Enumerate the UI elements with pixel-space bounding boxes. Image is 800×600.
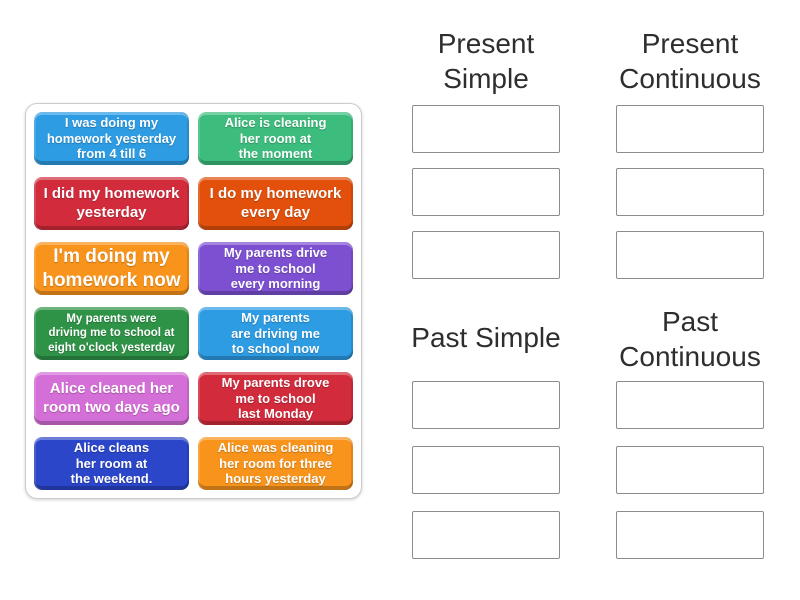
sort-card[interactable]: My parents were driving me to school at …	[34, 307, 189, 360]
drop-slot[interactable]	[616, 231, 764, 279]
drop-slot[interactable]	[412, 105, 560, 153]
sort-card[interactable]: My parents drive me to school every morn…	[198, 242, 353, 295]
sort-card[interactable]: I was doing my homework yesterday from 4…	[34, 112, 189, 165]
drop-slot[interactable]	[616, 381, 764, 429]
drop-slot[interactable]	[412, 231, 560, 279]
drop-slot[interactable]	[412, 168, 560, 216]
drop-slot[interactable]	[616, 105, 764, 153]
drop-slot[interactable]	[616, 446, 764, 494]
sort-card[interactable]: Alice is cleaning her room at the moment	[198, 112, 353, 165]
group-header-past-simple: Past Simple	[411, 322, 561, 353]
group-header-past-continuous: Past Continuous	[619, 306, 761, 372]
group-slots-past-continuous	[616, 381, 764, 576]
drop-slot[interactable]	[616, 511, 764, 559]
sort-card[interactable]: Alice cleaned her room two days ago	[34, 372, 189, 425]
group-slots-present-simple	[412, 105, 560, 294]
sort-card[interactable]: I did my homework yesterday	[34, 177, 189, 230]
group-header-present-continuous: Present Continuous	[619, 28, 761, 94]
drop-slot[interactable]	[412, 446, 560, 494]
sort-card[interactable]: I'm doing my homework now	[34, 242, 189, 295]
sort-card[interactable]: Alice cleans her room at the weekend.	[34, 437, 189, 490]
sort-card[interactable]: My parents are driving me to school now	[198, 307, 353, 360]
sort-card[interactable]: My parents drove me to school last Monda…	[198, 372, 353, 425]
group-slots-past-simple	[412, 381, 560, 576]
drop-slot[interactable]	[412, 511, 560, 559]
sort-card[interactable]: Alice was cleaning her room for three ho…	[198, 437, 353, 490]
card-tray: I was doing my homework yesterday from 4…	[25, 103, 362, 499]
group-slots-present-continuous	[616, 105, 764, 294]
drop-slot[interactable]	[412, 381, 560, 429]
sort-card[interactable]: I do my homework every day	[198, 177, 353, 230]
group-header-present-simple: Present Simple	[437, 28, 535, 94]
drop-slot[interactable]	[616, 168, 764, 216]
